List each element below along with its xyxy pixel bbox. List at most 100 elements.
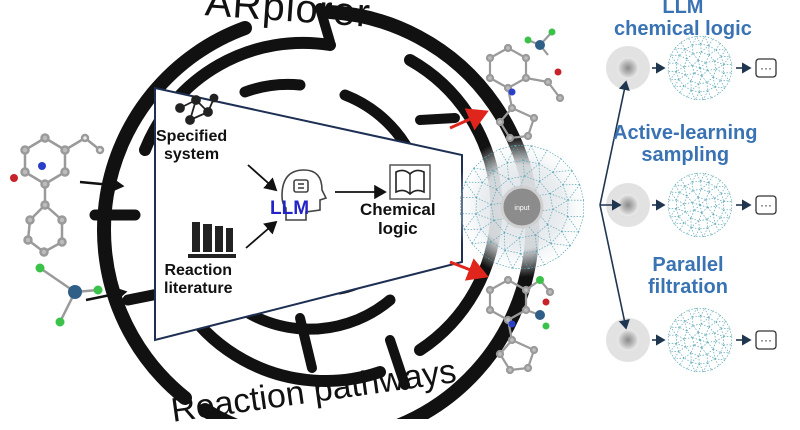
pipeline-net-edge bbox=[699, 219, 707, 221]
pipeline-net-edge bbox=[709, 55, 714, 61]
pipeline-net-edge bbox=[691, 362, 699, 364]
pipeline-net-edge bbox=[703, 370, 711, 372]
pipeline-net-edge bbox=[720, 218, 725, 225]
pipeline-net-edge bbox=[716, 180, 720, 187]
label-parallel-filtration: Parallel filtration bbox=[648, 254, 728, 299]
pipeline-input-core bbox=[617, 57, 639, 79]
pipeline-net-edge bbox=[714, 57, 721, 62]
pipeline-net-edge bbox=[706, 63, 708, 71]
pipeline-net-edge bbox=[691, 90, 699, 92]
pipeline-net-edge bbox=[701, 46, 709, 52]
pipeline-net-edge bbox=[694, 340, 700, 345]
pipeline-net-edge bbox=[702, 348, 707, 355]
pipeline-net-edge bbox=[687, 234, 695, 236]
pipeline-net-edge bbox=[680, 327, 687, 331]
pipeline-net-edge bbox=[676, 339, 684, 344]
pipeline-net-edge bbox=[676, 335, 684, 339]
pipeline-net-edge bbox=[684, 353, 691, 358]
pipeline-net-edge bbox=[720, 81, 725, 88]
pipeline-net-edge bbox=[716, 69, 724, 73]
pipeline-net-edge bbox=[708, 228, 712, 235]
pipeline-net-edge bbox=[693, 324, 701, 326]
pipeline-net-edge bbox=[679, 347, 686, 352]
pipeline-net-edge bbox=[705, 308, 713, 310]
pipeline-net-edge bbox=[709, 46, 716, 50]
pipeline-net-edge bbox=[684, 223, 691, 227]
pipeline-net-edge bbox=[692, 197, 698, 202]
pipeline-net-edge bbox=[676, 200, 684, 204]
pipeline-net-edge bbox=[699, 91, 707, 92]
pipeline-net-edge bbox=[713, 349, 715, 359]
pipeline-net-edge bbox=[729, 210, 731, 218]
pipeline-net-edge bbox=[684, 81, 691, 86]
pipeline-net-edge bbox=[709, 322, 716, 327]
pipeline-net-edge bbox=[692, 308, 696, 317]
pipeline-net-edge bbox=[698, 60, 706, 62]
pipeline-net-edge bbox=[684, 66, 692, 67]
pipeline-net-edge bbox=[713, 214, 715, 224]
pipeline-net-edge bbox=[684, 358, 691, 362]
pipeline-net-edge bbox=[716, 64, 724, 69]
pipeline-net-edge bbox=[691, 356, 699, 362]
pipeline-net-edge bbox=[698, 332, 700, 340]
pipeline-net-edge bbox=[671, 48, 675, 55]
pipeline-net-edge bbox=[713, 77, 720, 81]
pipeline-net-edge bbox=[730, 56, 732, 64]
ellipsis-text: ··· bbox=[760, 61, 772, 75]
pipeline-net-edge bbox=[687, 369, 695, 371]
pipeline-net-edge bbox=[700, 340, 708, 342]
pipeline-net-edge bbox=[715, 359, 719, 366]
pipeline-net-edge bbox=[708, 206, 716, 207]
pipeline-net-edge bbox=[713, 176, 720, 180]
pipeline-net-edge bbox=[700, 205, 702, 213]
pipeline-net-edge bbox=[688, 175, 692, 182]
pipeline-net-edge bbox=[726, 49, 730, 56]
pipeline-net-edge bbox=[688, 310, 692, 317]
pipeline-net-edge bbox=[724, 56, 730, 64]
pipeline-net bbox=[668, 308, 732, 372]
pipeline-net-edge bbox=[699, 82, 707, 84]
pipeline-input-core bbox=[617, 329, 639, 351]
pipeline-net-edge bbox=[688, 173, 696, 175]
pipeline-net-edge bbox=[675, 179, 681, 185]
pipeline-net-edge bbox=[684, 338, 692, 339]
pipeline-net-edge bbox=[716, 43, 720, 50]
label-reaction: Reaction bbox=[164, 262, 232, 280]
pipelines: ········· bbox=[606, 36, 776, 372]
pipeline-net-edge bbox=[685, 317, 692, 321]
pipeline-net-edge bbox=[705, 173, 709, 182]
pipeline-net-edge bbox=[724, 345, 730, 353]
pipeline-net-edge bbox=[713, 214, 720, 218]
pipeline-net-edge bbox=[676, 63, 684, 67]
pipeline-net-edge bbox=[680, 55, 687, 59]
pipeline-net-edge bbox=[706, 198, 715, 199]
pipeline-net-edge bbox=[701, 52, 709, 55]
pipeline-net-edge bbox=[701, 183, 709, 189]
pipeline-net-edge bbox=[702, 207, 708, 212]
pipeline-net-edge bbox=[674, 359, 680, 365]
pipeline-net-edge bbox=[699, 354, 707, 356]
pipeline-net-edge bbox=[692, 181, 700, 182]
pipeline-net-edge bbox=[692, 173, 696, 182]
pipeline-net-edge bbox=[675, 185, 680, 192]
pipeline-net-edge bbox=[694, 73, 702, 75]
pipeline-net-edge bbox=[693, 326, 698, 333]
pipeline-net-edge bbox=[691, 227, 695, 236]
pipeline-net-edge bbox=[686, 345, 695, 346]
pipeline-net-edge bbox=[691, 218, 699, 221]
pipeline-net-edge bbox=[716, 186, 726, 187]
pipeline-net-edge bbox=[705, 173, 713, 175]
pipeline-net bbox=[668, 173, 732, 237]
pipeline-net-edge bbox=[692, 338, 700, 340]
pipeline-net-edge bbox=[720, 353, 725, 360]
pipeline-net-edge bbox=[668, 192, 670, 200]
ellipsis-text: ··· bbox=[760, 333, 772, 347]
pipeline-net-edge bbox=[719, 225, 725, 231]
label-llm: LLM bbox=[270, 198, 309, 219]
pipeline-net-edge bbox=[708, 91, 712, 98]
pipeline-net-edge bbox=[676, 67, 684, 72]
pipeline-net-edge bbox=[691, 345, 694, 353]
pipeline-net-edge bbox=[709, 192, 714, 198]
pipeline-net-edge bbox=[708, 363, 712, 370]
pipeline-net-edge bbox=[691, 73, 694, 81]
